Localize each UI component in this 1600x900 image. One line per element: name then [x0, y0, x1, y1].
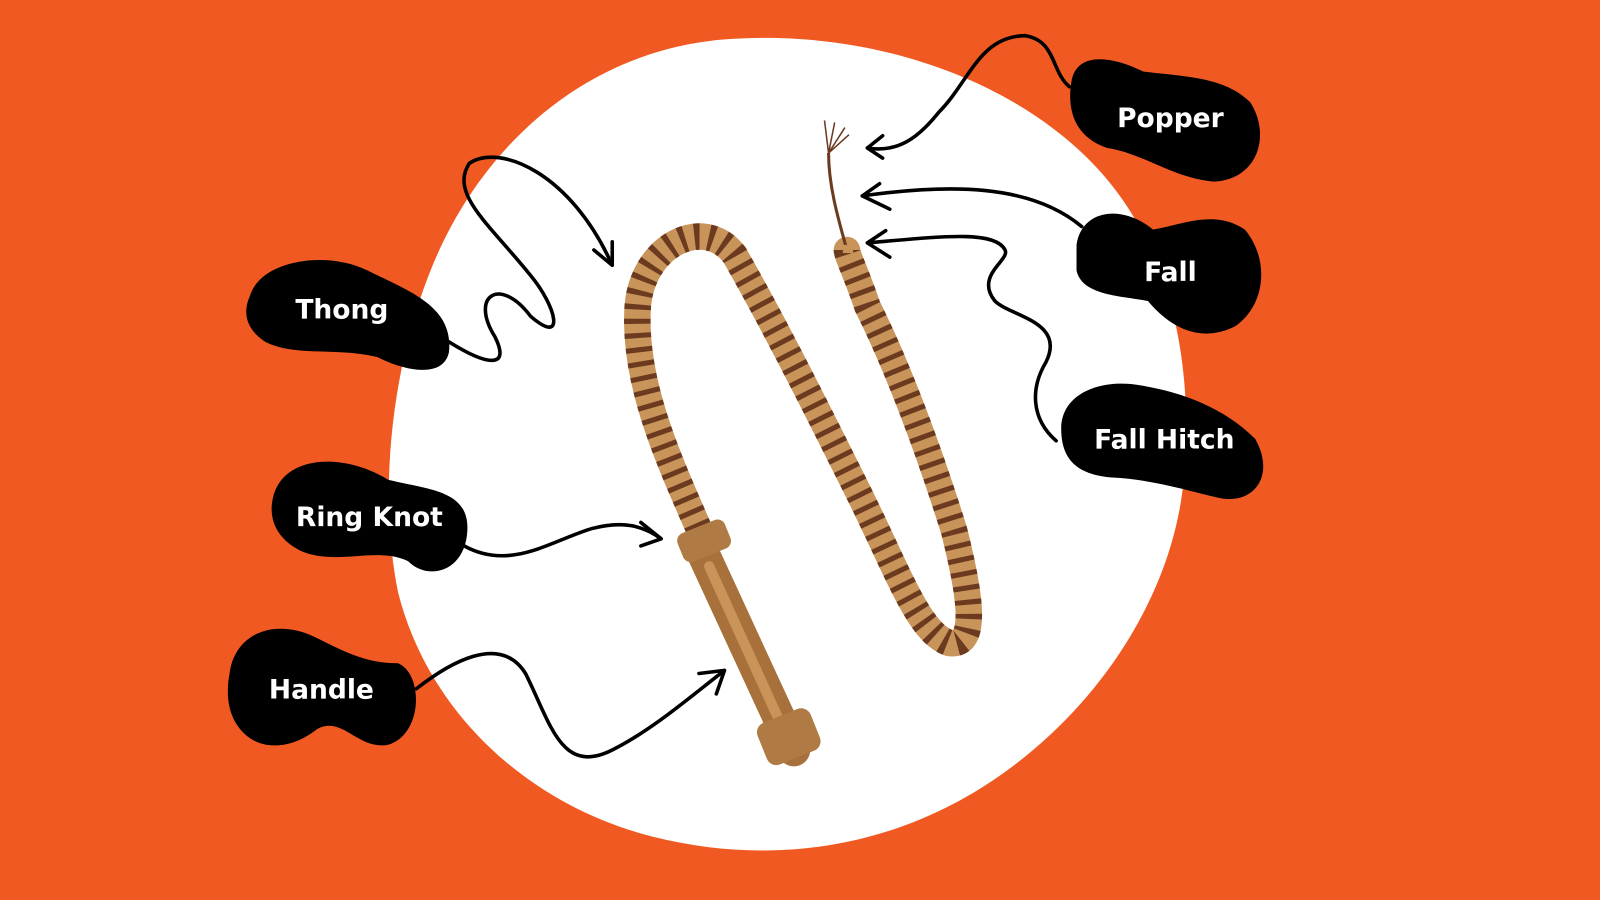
handle-label: Handle: [269, 674, 374, 705]
ring-knot-label: Ring Knot: [296, 502, 443, 533]
label-handle: Handle: [227, 628, 416, 746]
popper-arrow: [865, 33, 1072, 160]
label-fall: Fall: [1076, 213, 1262, 334]
thong-label: Thong: [295, 295, 388, 326]
label-thong: Thong: [246, 260, 450, 370]
fall-label: Fall: [1144, 257, 1197, 288]
handle-arrow: [414, 651, 727, 759]
label-ring-knot: Ring Knot: [271, 461, 468, 572]
ring-knot-arrow: [462, 520, 664, 558]
thong-arrow: [447, 155, 615, 363]
fall-arrow: [860, 181, 1084, 229]
white-circle: [388, 37, 1187, 851]
fall-hitch-label: Fall Hitch: [1094, 424, 1234, 455]
ring-knot-shape: [677, 519, 732, 563]
label-popper: Popper: [1070, 59, 1261, 182]
popper-label: Popper: [1117, 103, 1224, 134]
fall-hitch-arrow: [865, 228, 1058, 443]
whip-illustration: [624, 120, 983, 767]
label-fall-hitch: Fall Hitch: [1061, 383, 1264, 500]
